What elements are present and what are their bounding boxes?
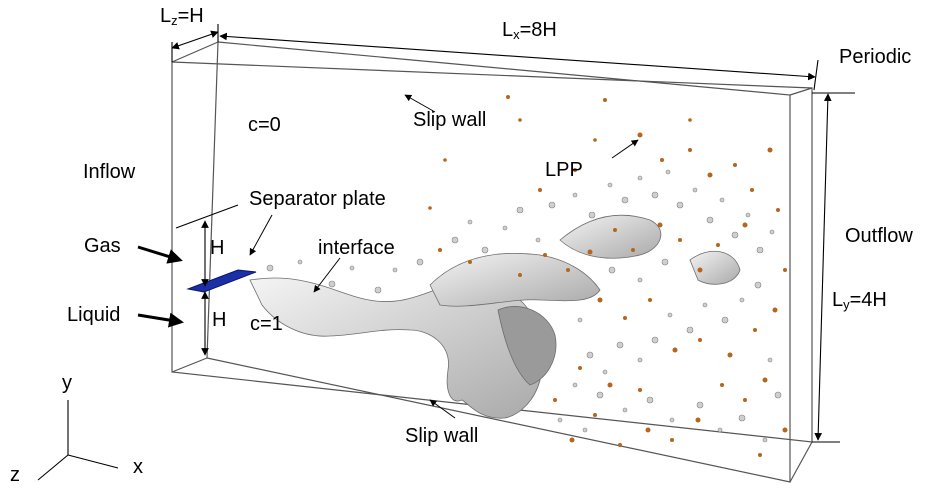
ly-label: Ly=4H bbox=[832, 289, 887, 312]
h-upper-label: H bbox=[210, 237, 225, 259]
periodic-label: Periodic bbox=[839, 46, 912, 68]
box-edge bbox=[789, 87, 813, 96]
z-axis-line bbox=[37, 454, 69, 481]
lx-ext-right bbox=[813, 59, 819, 91]
interface-arrow bbox=[313, 257, 341, 293]
axis-z-label: z bbox=[10, 464, 20, 486]
gas-label: Gas bbox=[84, 235, 121, 257]
lx-dimension bbox=[219, 32, 816, 81]
interface-label: interface bbox=[318, 237, 395, 259]
axes-triad bbox=[37, 400, 119, 481]
box-edge bbox=[171, 357, 208, 373]
droplets-gray bbox=[266, 169, 782, 443]
inflow-label: Inflow bbox=[83, 161, 136, 183]
c0-label: c=0 bbox=[248, 114, 281, 136]
separator-plate bbox=[186, 269, 257, 293]
c1-label: c=1 bbox=[250, 313, 283, 335]
slip-wall-bottom-arrow bbox=[429, 399, 456, 419]
inflow-arrows bbox=[137, 245, 184, 328]
slip-wall-top-arrow bbox=[404, 94, 436, 113]
gas-arrow bbox=[137, 245, 183, 264]
ly-dimension bbox=[814, 93, 832, 441]
lpp-label: LPP bbox=[545, 159, 583, 181]
interface-surface bbox=[249, 214, 741, 419]
h-lower-label: H bbox=[212, 309, 227, 331]
lz-label: Lz=H bbox=[160, 5, 204, 28]
liquid-arrow bbox=[137, 312, 184, 328]
x-axis-line bbox=[67, 454, 119, 469]
separator-plate-label: Separator plate bbox=[249, 188, 386, 210]
axis-x-label: x bbox=[133, 456, 143, 478]
lpp-particles bbox=[428, 95, 788, 457]
lpp-arrow bbox=[611, 139, 639, 159]
axis-y-label: y bbox=[62, 372, 72, 394]
liquid-label: Liquid bbox=[67, 304, 121, 326]
box-edge bbox=[789, 441, 813, 483]
lx-label: Lx=8H bbox=[502, 19, 557, 42]
h-top-ext bbox=[175, 204, 239, 229]
dimension-lines bbox=[171, 24, 855, 443]
lz-dimension bbox=[171, 30, 219, 50]
slip-wall-top-label: Slip wall bbox=[413, 109, 487, 131]
separator-arrow bbox=[249, 214, 273, 256]
box-edge bbox=[171, 41, 219, 63]
pointer-arrows bbox=[249, 94, 639, 419]
slip-wall-bottom-label: Slip wall bbox=[405, 425, 479, 447]
outflow-label: Outflow bbox=[845, 225, 913, 247]
